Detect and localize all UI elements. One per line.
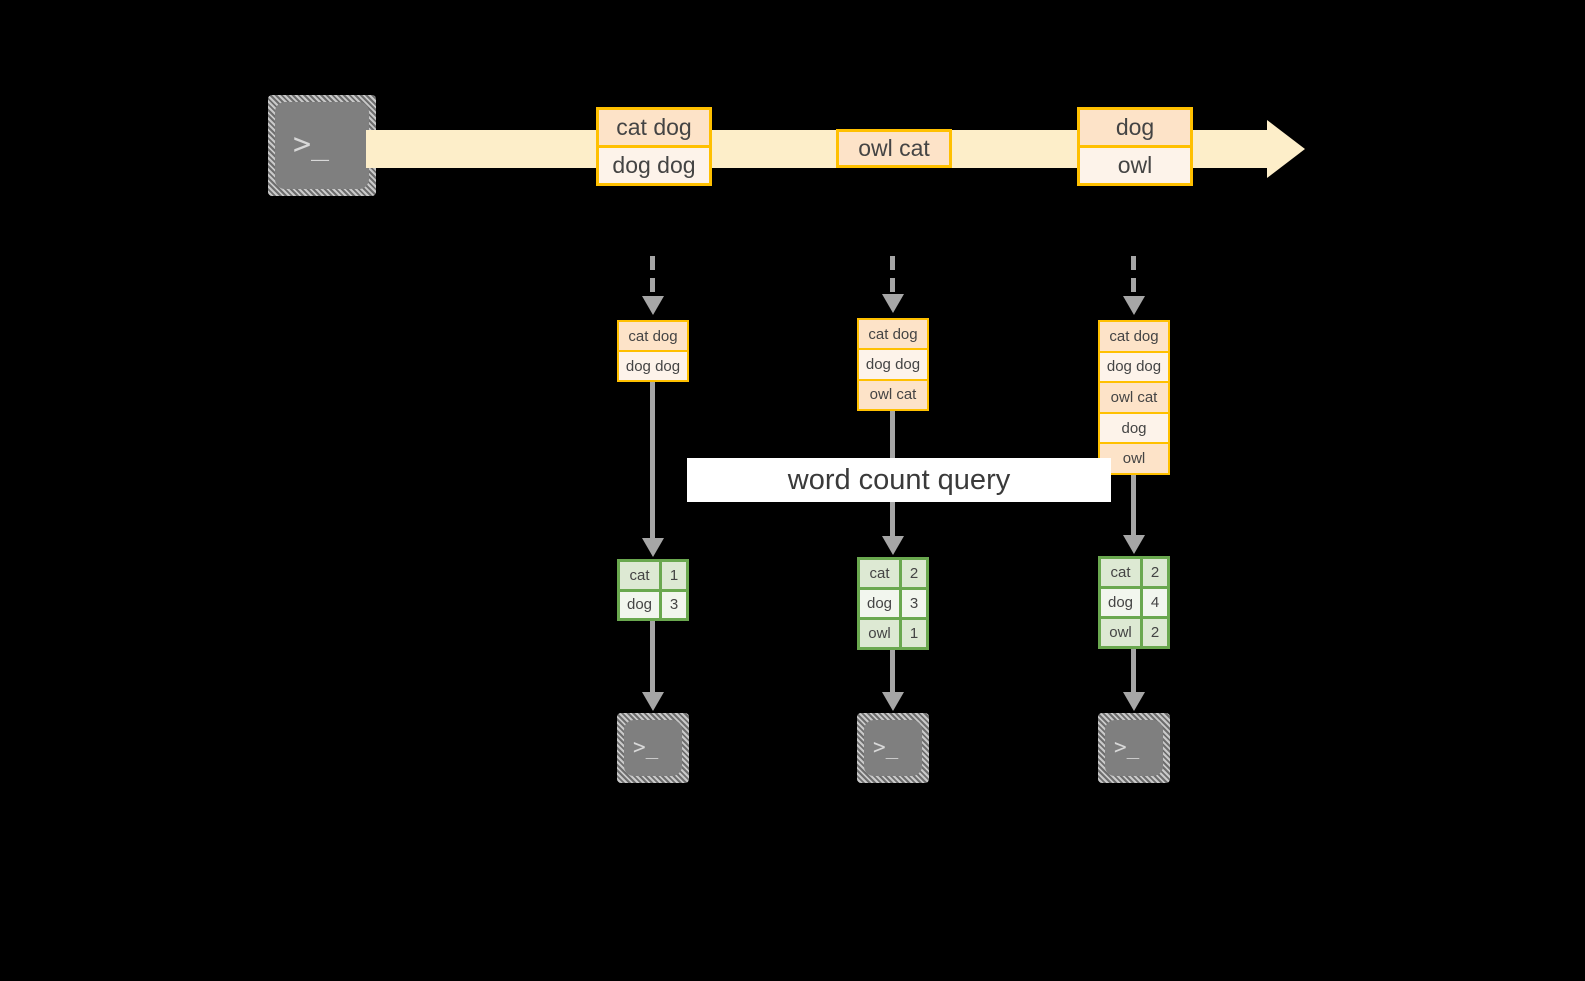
snapshot-3-tap-line — [1131, 256, 1136, 298]
snapshot-1-result-table[interactable]: cat 1 dog 3 — [617, 559, 689, 621]
snapshot-3-sink-arrowhead — [1123, 692, 1145, 711]
result-word: owl — [860, 620, 902, 647]
result-count: 3 — [662, 591, 686, 618]
buffer-line: dog dog — [619, 352, 687, 380]
word-count-query-label: word count query — [687, 458, 1111, 502]
snapshot-2-tap-arrowhead — [882, 294, 904, 313]
stream-record-line: owl cat — [839, 132, 949, 165]
result-count: 4 — [1143, 589, 1167, 616]
snapshot-2-sink-arrowhead — [882, 692, 904, 711]
snapshot-1-sink-arrowhead — [642, 692, 664, 711]
result-row: owl 2 — [1101, 619, 1167, 646]
result-row: cat 2 — [860, 560, 926, 590]
result-count: 2 — [1143, 559, 1167, 586]
result-word: dog — [860, 590, 902, 617]
stream-record-3[interactable]: dog owl — [1077, 107, 1193, 186]
record-stream-arrow-head — [1267, 120, 1305, 178]
snapshot-1-sink-line — [650, 621, 655, 694]
terminal-prompt-glyph: >_ — [873, 735, 899, 759]
result-count: 2 — [1143, 619, 1167, 646]
buffer-line: cat dog — [1100, 322, 1168, 353]
buffer-line: owl — [1100, 444, 1168, 473]
stream-record-1[interactable]: cat dog dog dog — [596, 107, 712, 186]
snapshot-3-query-line — [1131, 475, 1136, 537]
result-count: 1 — [662, 562, 686, 589]
terminal-prompt-glyph: >_ — [1114, 735, 1140, 759]
source-terminal-icon[interactable]: >_ — [268, 95, 376, 196]
result-row: dog 3 — [620, 591, 686, 618]
snapshot-3-tap-arrowhead — [1123, 296, 1145, 315]
buffer-line: dog — [1100, 413, 1168, 445]
result-count: 1 — [902, 620, 926, 647]
snapshot-2-sink-line — [890, 650, 895, 694]
result-count: 2 — [902, 560, 926, 587]
snapshot-3-sink-terminal-icon[interactable]: >_ — [1098, 713, 1170, 783]
snapshot-1-tap-line — [650, 256, 655, 298]
terminal-prompt-glyph: >_ — [633, 735, 659, 759]
stream-record-line: dog dog — [599, 148, 709, 183]
snapshot-2-query-arrowhead — [882, 536, 904, 555]
buffer-line: owl cat — [859, 380, 927, 409]
result-word: cat — [620, 562, 662, 589]
stream-record-line: dog — [1080, 110, 1190, 148]
snapshot-3-query-arrowhead — [1123, 535, 1145, 554]
snapshot-3-result-table[interactable]: cat 2 dog 4 owl 2 — [1098, 556, 1170, 649]
snapshot-1-tap-arrowhead — [642, 296, 664, 315]
result-count: 3 — [902, 590, 926, 617]
terminal-prompt-glyph: >_ — [293, 127, 330, 162]
result-row: cat 2 — [1101, 559, 1167, 589]
terminal-screen: >_ — [864, 720, 922, 776]
snapshot-2-buffer[interactable]: cat dog dog dog owl cat — [857, 318, 929, 411]
buffer-line: cat dog — [859, 320, 927, 351]
buffer-line: owl cat — [1100, 383, 1168, 414]
snapshot-1-buffer[interactable]: cat dog dog dog — [617, 320, 689, 382]
snapshot-3-buffer[interactable]: cat dog dog dog owl cat dog owl — [1098, 320, 1170, 475]
buffer-line: dog dog — [1100, 352, 1168, 384]
stream-record-line: cat dog — [599, 110, 709, 148]
buffer-line: dog dog — [859, 350, 927, 381]
terminal-screen: >_ — [1105, 720, 1163, 776]
stream-record-line: owl — [1080, 148, 1190, 183]
terminal-screen: >_ — [275, 102, 369, 189]
buffer-line: cat dog — [619, 322, 687, 352]
result-word: dog — [620, 591, 662, 618]
snapshot-1-query-line — [650, 382, 655, 540]
snapshot-1-query-arrowhead — [642, 538, 664, 557]
snapshot-2-tap-line — [890, 256, 895, 296]
result-row: owl 1 — [860, 620, 926, 647]
result-word: owl — [1101, 619, 1143, 646]
result-row: cat 1 — [620, 562, 686, 592]
terminal-screen: >_ — [624, 720, 682, 776]
result-word: cat — [860, 560, 902, 587]
stream-record-2[interactable]: owl cat — [836, 129, 952, 168]
snapshot-2-sink-terminal-icon[interactable]: >_ — [857, 713, 929, 783]
snapshot-2-result-table[interactable]: cat 2 dog 3 owl 1 — [857, 557, 929, 650]
result-word: cat — [1101, 559, 1143, 586]
result-word: dog — [1101, 589, 1143, 616]
result-row: dog 3 — [860, 590, 926, 620]
result-row: dog 4 — [1101, 589, 1167, 619]
snapshot-3-sink-line — [1131, 649, 1136, 694]
snapshot-1-sink-terminal-icon[interactable]: >_ — [617, 713, 689, 783]
